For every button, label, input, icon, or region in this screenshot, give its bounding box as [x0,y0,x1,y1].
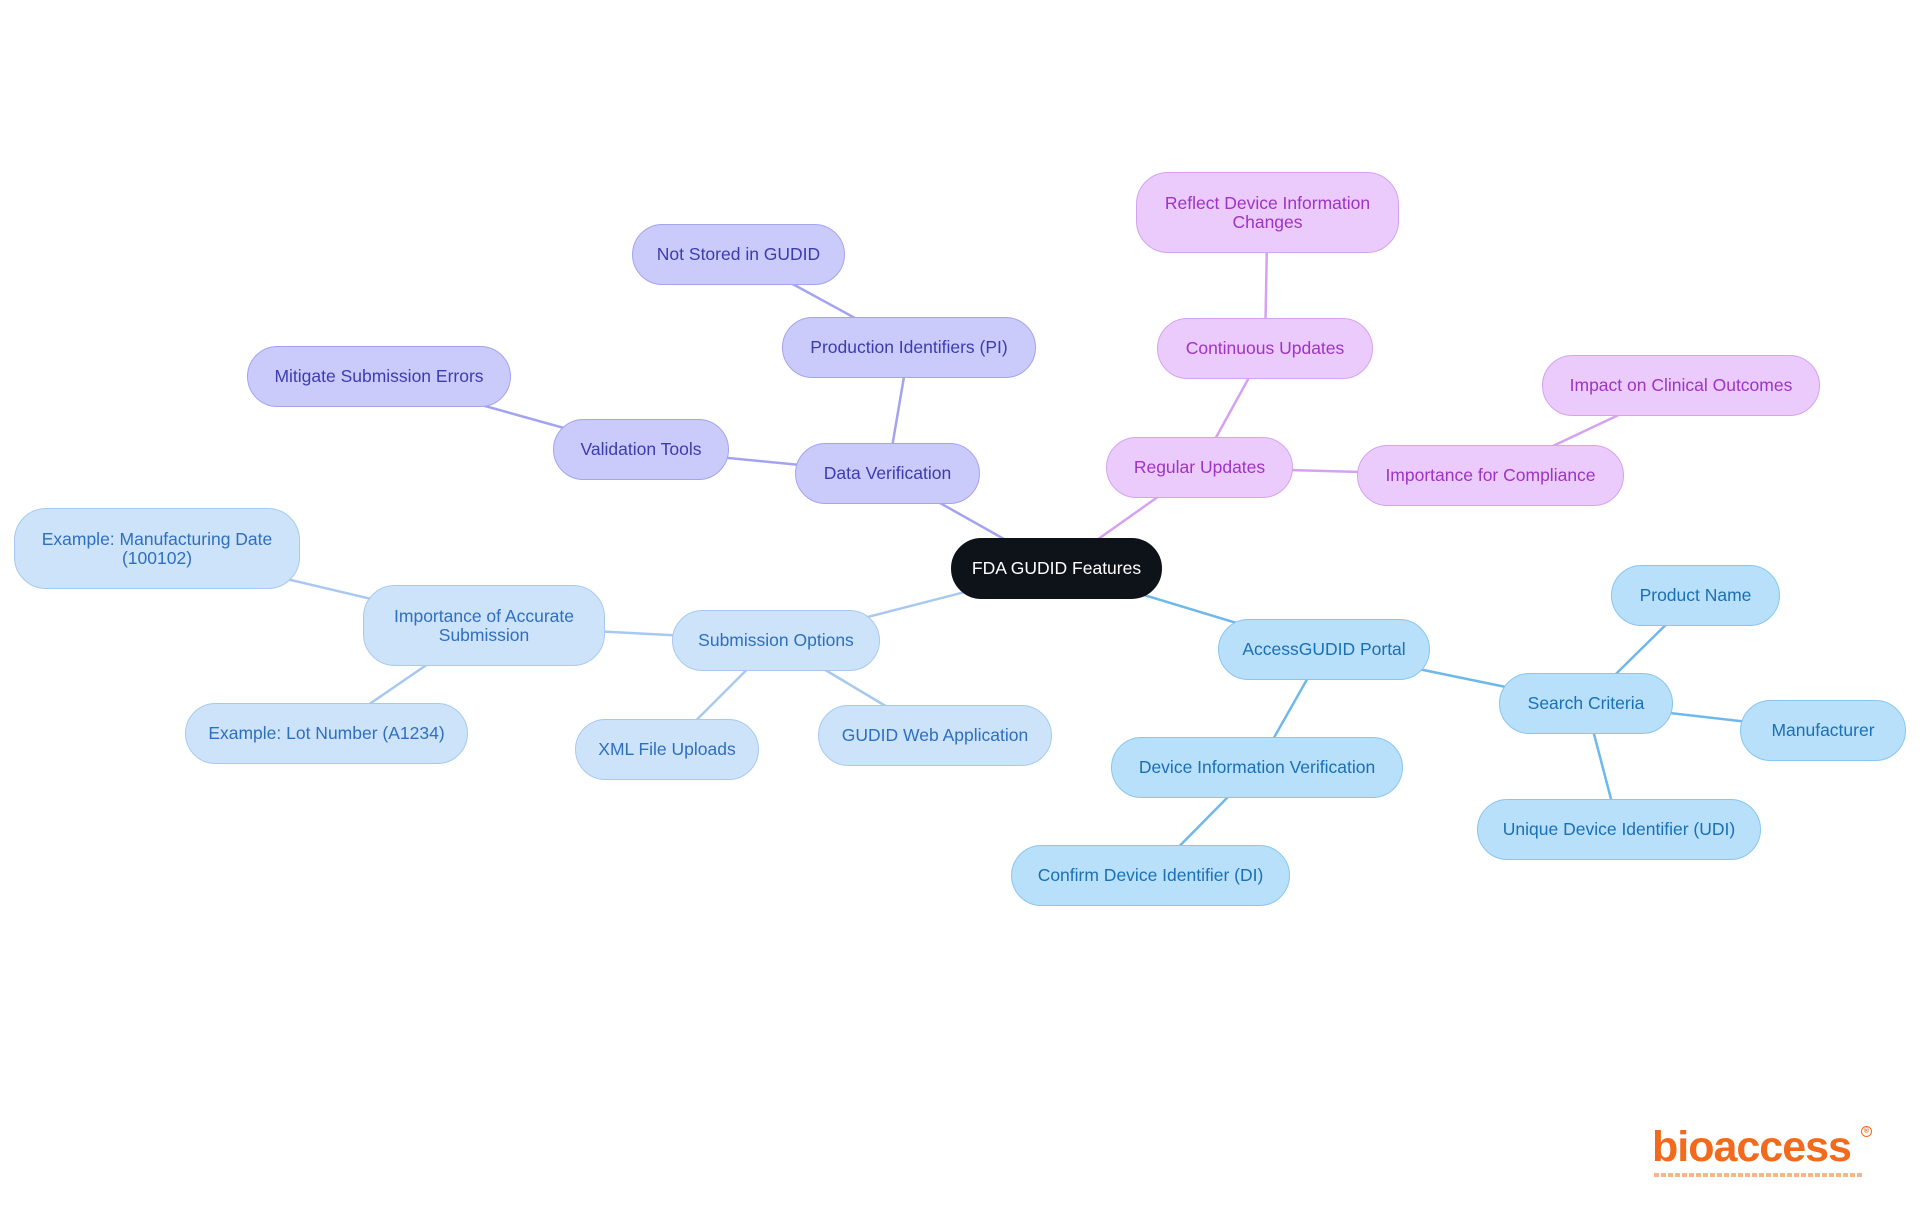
node-continuous-updates[interactable]: Continuous Updates [1157,318,1373,379]
node-product-name[interactable]: Product Name [1611,565,1780,626]
node-validation-tools[interactable]: Validation Tools [553,419,729,480]
node-reflect-device-information-changes[interactable]: Reflect Device Information Changes [1136,172,1399,253]
node-xml-file-uploads[interactable]: XML File Uploads [575,719,759,780]
node-device-information-verification[interactable]: Device Information Verification [1111,737,1403,798]
node-regular-updates[interactable]: Regular Updates [1106,437,1293,498]
node-importance-for-compliance[interactable]: Importance for Compliance [1357,445,1624,506]
node-unique-device-identifier[interactable]: Unique Device Identifier (UDI) [1477,799,1761,860]
root-node-fda-gudid-features[interactable]: FDA GUDID Features [951,538,1162,599]
brand-wordmark: bioaccess [1652,1123,1852,1171]
node-production-identifiers[interactable]: Production Identifiers (PI) [782,317,1036,378]
node-example-manufacturing-date[interactable]: Example: Manufacturing Date (100102) [14,508,300,589]
brand-tagline-stripe [1654,1173,1864,1177]
node-submission-options[interactable]: Submission Options [672,610,880,671]
node-search-criteria[interactable]: Search Criteria [1499,673,1673,734]
node-not-stored-in-gudid[interactable]: Not Stored in GUDID [632,224,845,285]
node-gudid-web-application[interactable]: GUDID Web Application [818,705,1052,766]
node-example-lot-number[interactable]: Example: Lot Number (A1234) [185,703,468,764]
node-importance-of-accurate-submission[interactable]: Importance of Accurate Submission [363,585,605,666]
node-data-verification[interactable]: Data Verification [795,443,980,504]
node-accessgudid-portal[interactable]: AccessGUDID Portal [1218,619,1430,680]
node-manufacturer[interactable]: Manufacturer [1740,700,1906,761]
node-confirm-device-identifier[interactable]: Confirm Device Identifier (DI) [1011,845,1290,906]
registered-mark-icon: ® [1861,1126,1872,1137]
bioaccess-logo: bioaccess ® [1652,1126,1872,1184]
node-mitigate-submission-errors[interactable]: Mitigate Submission Errors [247,346,511,407]
node-impact-on-clinical-outcomes[interactable]: Impact on Clinical Outcomes [1542,355,1820,416]
